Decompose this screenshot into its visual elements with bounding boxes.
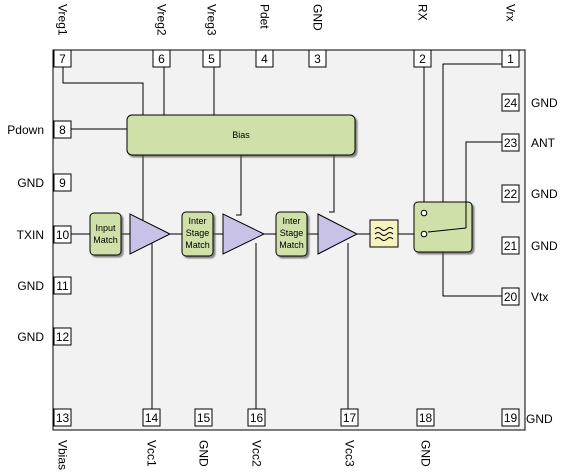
pin-box: 23 [501,133,520,152]
pin-box: 11 [53,276,72,295]
pin-box: 7 [53,49,72,68]
pin-label: Vrx [504,4,518,22]
inter-stage-1-line1: Inter [188,216,206,226]
pin-box: 21 [501,236,520,255]
pin-box: 3 [308,49,327,68]
pin-box: 9 [53,173,72,192]
pin-box: 19 [501,408,520,427]
pin-label: GND [531,187,558,201]
pin-label: GND [419,440,433,467]
pin-box: 16 [247,408,266,427]
pin-label: Pdown [7,123,44,137]
pin-box: 8 [53,120,72,139]
pin-label: ANT [531,136,556,150]
pin-number: 14 [145,411,159,425]
pin-number: 13 [56,411,70,425]
pin-number: 17 [343,411,357,425]
bias-block: Bias [126,114,356,156]
pin-number: 10 [56,228,70,242]
pin-number: 8 [59,123,66,137]
pin-number: 16 [250,411,264,425]
pin-box: 12 [53,327,72,346]
pin-box: 4 [255,49,274,68]
pin-box: 20 [501,287,520,306]
input-match-label-line1: Input [95,223,116,233]
inter-stage-1-line2: Stage [186,228,210,238]
bias-label: Bias [232,130,250,140]
pin-number: 15 [197,411,211,425]
inter-stage-match-1: Inter Stage Match [181,211,214,257]
pin-box: 1 [501,49,520,68]
pin-label: Vbias [56,440,70,470]
pin-box: 18 [416,408,435,427]
pin-box: 13 [53,408,72,427]
pin-label: Pdet [258,4,272,29]
filter-icon [369,219,399,248]
pin-label: Vcc1 [145,440,159,467]
pin-box: 5 [202,49,221,68]
pin-number: 4 [261,52,268,66]
pin-number: 12 [56,330,70,344]
pin-box: 6 [152,49,171,68]
pin-number: 24 [504,96,518,110]
pin-number: 9 [59,176,66,190]
pin-label: Vcc3 [343,440,357,467]
inter-stage-1-line3: Match [185,240,210,250]
inter-stage-2-line2: Stage [280,228,304,238]
pin-label: Vreg1 [56,4,70,36]
pin-label: Vreg2 [155,4,169,36]
pin-box: 17 [340,408,359,427]
pin-label: GND [17,279,44,293]
pin-number: 7 [59,52,66,66]
pin-box: 24 [501,93,520,112]
pin-number: 18 [419,411,433,425]
rf-switch-block [413,201,473,253]
pin-label: Vtx [531,290,548,304]
pin-number: 22 [504,187,518,201]
pin-box: 2 [413,49,432,68]
pin-number: 19 [504,411,518,425]
inter-stage-2-line3: Match [279,240,304,250]
pin-box: 10 [53,225,72,244]
amplifier-stage-3-icon [317,213,359,255]
pin-number: 23 [504,136,518,150]
pin-box: 14 [142,408,161,427]
pin-number: 6 [158,52,165,66]
pin-label: GND [17,176,44,190]
pin-label: GND [531,96,558,110]
pin-number: 1 [507,52,514,66]
pin-label: RX [416,4,430,21]
pin-number: 2 [419,52,426,66]
pin-label: TXIN [17,228,44,242]
amplifier-stage-2-icon [222,213,266,255]
inter-stage-2-line1: Inter [282,216,300,226]
pin-label: GND [17,330,44,344]
input-match-block: Input Match [89,212,122,256]
pin-number: 5 [208,52,215,66]
pin-number: 20 [504,290,518,304]
pin-label: GND [531,239,558,253]
pin-label: GND [197,440,211,467]
pin-box: 22 [501,184,520,203]
pins: 7Vreg16Vreg25Vreg34Pdet3GND2RX1Vrx8Pdown… [7,4,558,470]
inter-stage-match-2: Inter Stage Match [275,211,308,257]
wires [62,63,502,409]
pin-number: 21 [504,239,518,253]
pin-box: 15 [194,408,213,427]
pin-label: GND [311,4,325,31]
pin-label: Vreg3 [205,4,219,36]
pin-number: 3 [314,52,321,66]
amplifier-stage-1-icon [129,213,172,255]
pin-number: 11 [56,279,69,293]
input-match-label-line2: Match [93,235,118,245]
pin-label: Vcc2 [250,440,264,467]
pin-label: GND [526,412,553,426]
